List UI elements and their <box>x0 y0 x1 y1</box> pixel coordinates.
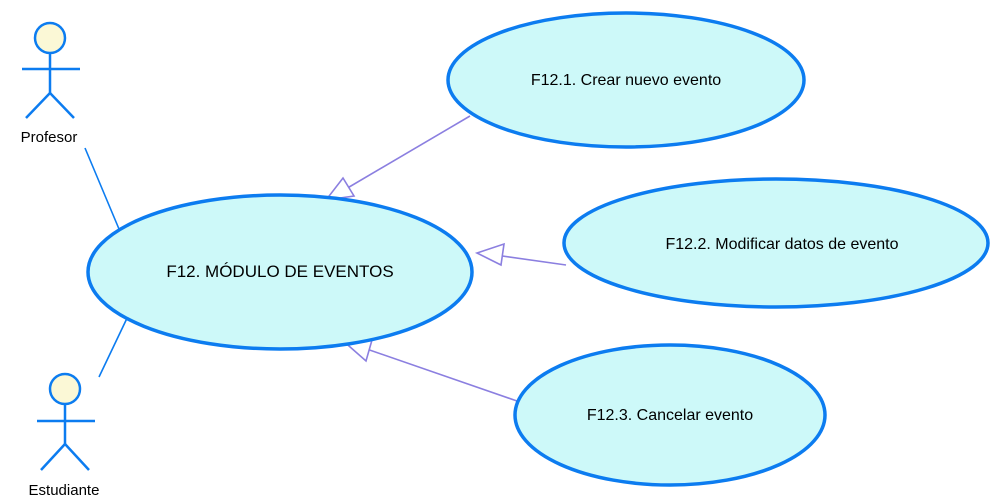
use-case-main-label: F12. MÓDULO DE EVENTOS <box>166 262 393 281</box>
association-profesor <box>84 147 120 230</box>
generalization-modificar-arrowhead <box>474 242 505 267</box>
generalization-cancelar-line <box>357 345 518 402</box>
actor-profesor-head <box>33 21 67 55</box>
use-case-crear-label: F12.1. Crear nuevo evento <box>531 72 721 89</box>
actor-estudiante-head <box>48 372 82 406</box>
use-case-cancelar[interactable]: F12.3. Cancelar evento <box>513 343 827 487</box>
actor-profesor-label: Profesor <box>21 129 78 146</box>
use-case-cancelar-label: F12.3. Cancelar evento <box>587 407 753 424</box>
actor-estudiante-label: Estudiante <box>29 482 100 499</box>
use-case-modificar[interactable]: F12.2. Modificar datos de evento <box>562 177 990 309</box>
use-case-crear[interactable]: F12.1. Crear nuevo evento <box>446 11 806 149</box>
generalization-modificar-line <box>494 254 567 266</box>
actor-profesor[interactable]: Profesor <box>21 21 80 146</box>
association-estudiante <box>98 313 130 378</box>
actor-estudiante[interactable]: Estudiante <box>29 372 100 499</box>
use-case-main[interactable]: F12. MÓDULO DE EVENTOS <box>86 193 474 351</box>
use-case-modificar-label: F12.2. Modificar datos de evento <box>665 236 898 253</box>
generalization-crear-line <box>338 115 471 194</box>
